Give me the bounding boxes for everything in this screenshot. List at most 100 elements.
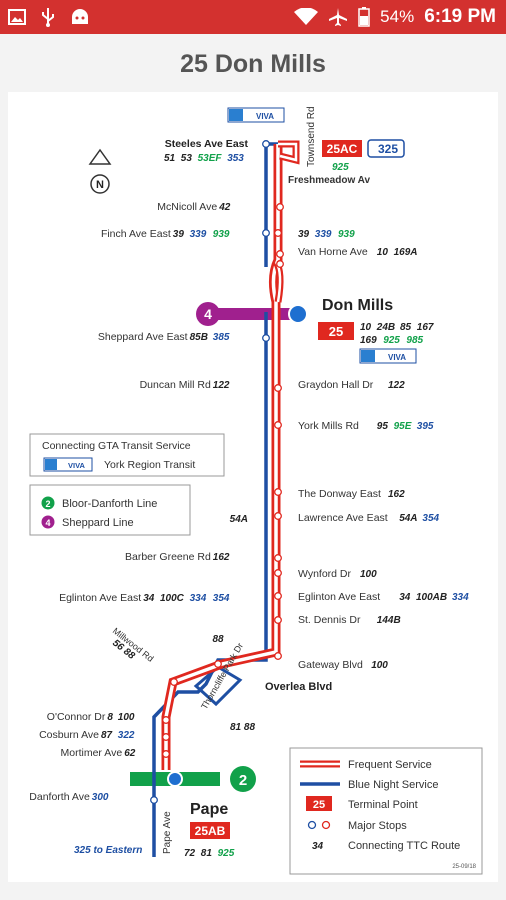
stop-markers[interactable] (150, 140, 284, 804)
dm1-route-1: 24B (376, 322, 395, 333)
stop-marker-red-1[interactable] (274, 229, 282, 237)
stop-left-9-name: Mortimer Ave (61, 747, 123, 759)
stop-left-6-route-2: 334 (190, 593, 207, 604)
stop-marker-blue-3[interactable] (150, 796, 158, 804)
stop-right-1-route-2: 939 (338, 229, 355, 240)
svg-text:Frequent Service: Frequent Service (348, 759, 432, 771)
svg-text:4: 4 (45, 518, 50, 528)
stop-marker-red-12[interactable] (274, 652, 282, 660)
svg-text:25AB: 25AB (195, 824, 226, 838)
stop-left-1-route-0: 42 (218, 202, 231, 213)
svg-text:325: 325 (378, 142, 398, 156)
map-legend: Frequent Service Blue Night Service 25 T… (289, 747, 483, 875)
stop-marker-red-7[interactable] (274, 512, 282, 520)
stop-left-4-route-0: 122 (213, 380, 230, 391)
page-title: 25 Don Mills (180, 50, 326, 78)
stop-left-7-name: O'Connor Dr (47, 711, 106, 723)
battery-percent: 54% (380, 7, 415, 26)
stop-marker-red-14[interactable] (170, 678, 178, 686)
stop-marker-red-9[interactable] (274, 569, 282, 577)
battery-icon (358, 7, 370, 27)
svg-text:Major Stops: Major Stops (348, 820, 407, 832)
stop-marker-red-5[interactable] (274, 421, 282, 429)
stop-left-3-route-1: 385 (213, 332, 230, 343)
stop-right-4-route-0: 162 (388, 489, 405, 500)
stop-right-0-route-1: 169A (394, 247, 418, 258)
stop-left-3-route-0: 85B (190, 332, 208, 343)
don-mills-station-label: Don Mills (322, 297, 393, 314)
svg-text:925: 925 (332, 162, 349, 173)
svg-text:Blue Night Service: Blue Night Service (348, 779, 439, 791)
stop-right-7-route-2: 334 (452, 592, 469, 603)
stop-marker-red-4[interactable] (274, 384, 282, 392)
overlea-label: Overlea Blvd (265, 681, 332, 693)
dm2-route-0: 169 (360, 335, 377, 346)
stop-marker-red-13[interactable] (214, 660, 222, 668)
sheppard-line-bar (214, 308, 304, 320)
route-map[interactable]: 4 2 N VIVA VIVA Townsend Rd 25AC 325 925… (8, 92, 498, 882)
svg-text:Connecting GTA Transit Service: Connecting GTA Transit Service (42, 440, 191, 452)
stop-marker-red-11[interactable] (274, 616, 282, 624)
stop-right-5-route-0: 54A (399, 513, 417, 524)
stop-marker-blue-1[interactable] (262, 229, 270, 237)
stop-left-1-name: McNicoll Ave (157, 201, 217, 213)
terminal-25-donmills (318, 322, 354, 340)
terminal-25ac-label: 25AC (327, 142, 358, 156)
stop-marker-red-2[interactable] (276, 250, 284, 258)
stop-marker-red-6[interactable] (274, 488, 282, 496)
stop-right-7-name: Eglinton Ave East (298, 591, 380, 603)
stop-right-1-route-1: 339 (315, 229, 332, 240)
don-mills-station-icon[interactable] (288, 304, 308, 324)
stop-left-7-route-0: 8 (107, 712, 113, 723)
stop-right-6-name: Wynford Dr (298, 568, 352, 580)
dm1-route-3: 167 (417, 322, 434, 333)
stop-marker-red-0[interactable] (276, 203, 284, 211)
stop-left-6-route-0: 34 (143, 593, 155, 604)
stop-right-2-name: Graydon Hall Dr (298, 379, 374, 391)
svg-text:81 88: 81 88 (230, 722, 255, 733)
stop-left-9-route-0: 62 (124, 748, 136, 759)
svg-text:54A: 54A (230, 514, 248, 525)
stop-left-6-route-3: 354 (213, 593, 230, 604)
svg-text:Terminal Point: Terminal Point (348, 799, 418, 811)
stop-marker-red-16[interactable] (162, 733, 170, 741)
stop-left-10-name: Danforth Ave (29, 791, 90, 803)
stop-marker-red-8[interactable] (274, 554, 282, 562)
north-label: N (96, 179, 104, 191)
pape-station-label: Pape (190, 801, 228, 818)
pape-station-icon[interactable] (167, 771, 183, 787)
stop-marker-red-10[interactable] (274, 592, 282, 600)
steeles-route-0: 51 (164, 153, 176, 164)
stop-right-5-route-1: 354 (422, 513, 439, 524)
stop-left-6-route-1: 100C (160, 593, 185, 604)
svg-text:VIVA: VIVA (256, 112, 274, 121)
thorncliffe-loop (193, 665, 243, 707)
stop-marker-blue-2[interactable] (262, 334, 270, 342)
terminal-25ab (190, 822, 230, 839)
stop-marker-red-3[interactable] (276, 260, 284, 268)
stop-marker-red-15[interactable] (162, 716, 170, 724)
stop-left-8-route-0: 87 (101, 730, 113, 741)
viva-badge-top: VIVA (227, 107, 285, 123)
stop-left-5-route-0: 162 (213, 552, 230, 563)
stop-left-2-route-1: 339 (190, 229, 207, 240)
stop-marker-red-17[interactable] (162, 750, 170, 758)
townsend-label: Townsend Rd (306, 106, 317, 167)
stop-right-0-route-0: 10 (377, 247, 389, 258)
gta-transit-box: Connecting GTA Transit Service VIVA York… (29, 433, 225, 477)
steeles-route-2: 53EF (198, 153, 223, 164)
dm1-route-0: 10 (360, 322, 372, 333)
stop-right-9-route-0: 100 (371, 660, 388, 671)
blue-night-325-badge (367, 139, 405, 158)
stop-marker-blue-0[interactable] (262, 140, 270, 148)
stop-right-7-route-1: 100AB (416, 592, 447, 603)
line4-badge (196, 302, 220, 326)
svg-text:2: 2 (45, 499, 50, 509)
line4-badge-num: 4 (204, 306, 212, 322)
stop-right-5-name: Lawrence Ave East (298, 512, 388, 524)
svg-text:25-09/18: 25-09/18 (452, 864, 476, 870)
stop-right-9-name: Gateway Blvd (298, 659, 363, 671)
